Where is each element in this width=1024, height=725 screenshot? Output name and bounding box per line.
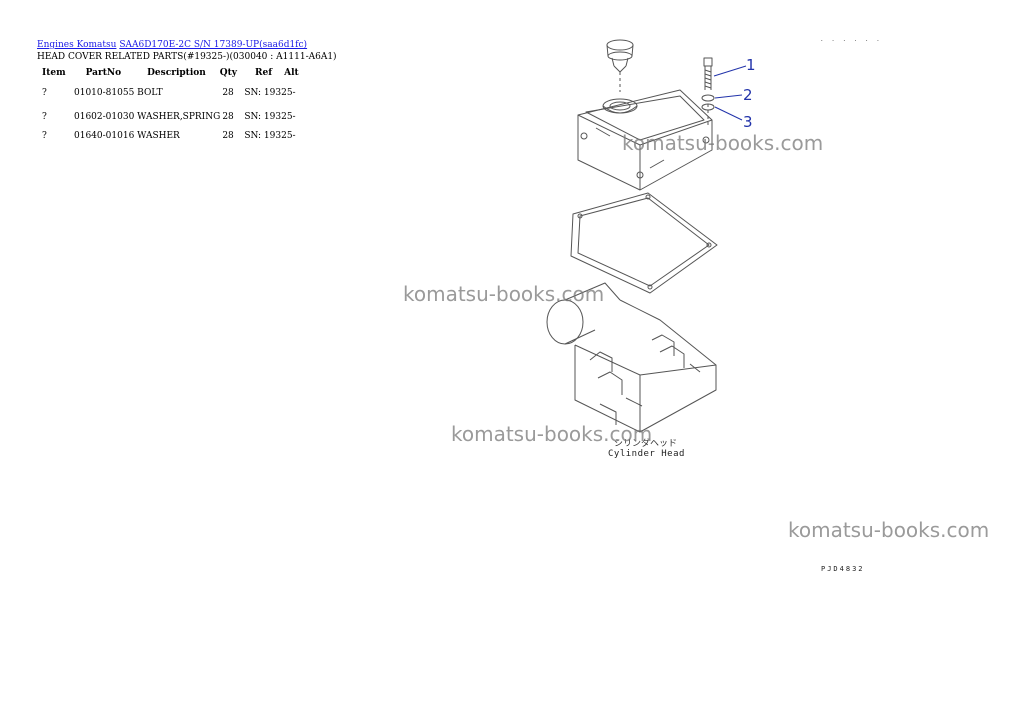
cell-partno-desc: 01602-01030 WASHER,SPRING — [74, 112, 221, 122]
header-description: Description — [147, 68, 206, 78]
callout-1: 1 — [746, 56, 756, 74]
header-item: Item — [42, 68, 66, 78]
drawing-top-mark: . . . . . . — [820, 36, 882, 43]
watermark: komatsu-books.com — [451, 422, 653, 446]
cell-ref: SN: 19325- — [244, 112, 296, 122]
watermark: komatsu-books.com — [622, 131, 824, 155]
head-cover-icon — [577, 89, 713, 191]
header-alt: Alt — [284, 68, 299, 78]
cylinder-head-caption-jp: シリンダヘッド — [614, 439, 678, 449]
table-row: ? 01010-81055 BOLT 28 SN: 19325- — [37, 80, 298, 98]
cell-item: ? — [42, 112, 47, 122]
page-title: HEAD COVER RELATED PARTS(#19325-)(030040… — [37, 52, 337, 62]
cell-qty: 28 — [222, 112, 234, 122]
callout-2: 2 — [743, 86, 753, 104]
spring-washer-icon — [701, 94, 715, 102]
callout-3: 3 — [743, 113, 753, 131]
cell-qty: 28 — [222, 88, 234, 98]
table-row: ? 01602-01030 WASHER,SPRING 28 SN: 19325… — [37, 98, 298, 122]
cell-partno-desc: 01640-01016 WASHER — [74, 131, 180, 141]
cell-ref: SN: 19325- — [244, 131, 296, 141]
drawing-number: PJD4832 — [821, 565, 865, 573]
header-partno: PartNo — [85, 68, 122, 78]
parts-rows: ? 01010-81055 BOLT 28 SN: 19325- ? 01602… — [37, 80, 298, 141]
breadcrumb-link-model[interactable]: SAA6D170E-2C S/N 17389-UP(saa6d1fc) — [119, 40, 308, 50]
table-header-row: Item PartNo Description Qty Ref Alt — [37, 66, 305, 80]
cell-item: ? — [42, 131, 47, 141]
filler-cap-icon — [606, 39, 634, 92]
watermark: komatsu-books.com — [788, 518, 990, 542]
cylinder-head-icon — [546, 282, 717, 433]
breadcrumb-link-engines[interactable]: Engines Komatsu — [37, 40, 117, 50]
breadcrumb: Engines Komatsu SAA6D170E-2C S/N 17389-U… — [37, 40, 307, 50]
cell-item: ? — [42, 88, 47, 98]
parts-table: Item PartNo Description Qty Ref Alt — [37, 66, 305, 80]
header-ref: Ref — [255, 68, 273, 78]
gasket-icon — [570, 192, 718, 294]
callout-leaders — [713, 65, 747, 121]
bolt-icon — [703, 57, 713, 128]
watermark: komatsu-books.com — [403, 282, 605, 306]
washer-icon — [701, 103, 715, 111]
cell-ref: SN: 19325- — [244, 88, 296, 98]
cylinder-head-caption: Cylinder Head — [608, 449, 685, 459]
header-qty: Qty — [219, 68, 238, 78]
table-row: ? 01640-01016 WASHER 28 SN: 19325- — [37, 122, 298, 141]
cell-qty: 28 — [222, 131, 234, 141]
cell-partno-desc: 01010-81055 BOLT — [74, 88, 163, 98]
